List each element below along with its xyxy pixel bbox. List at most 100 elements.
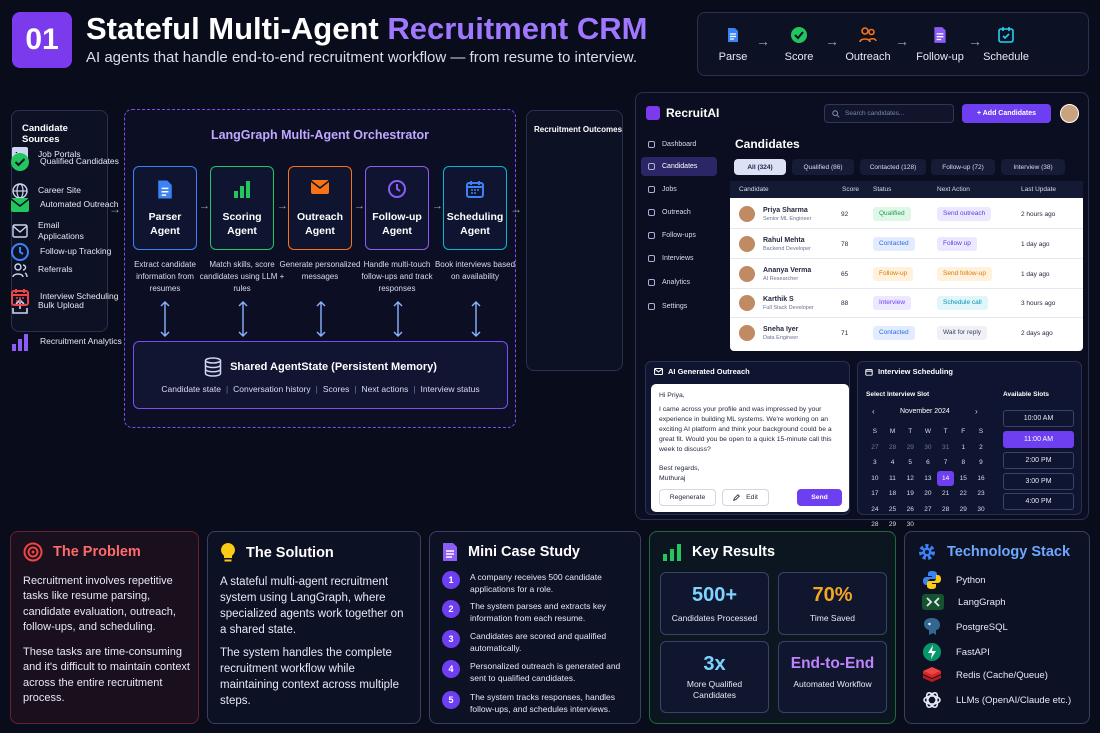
state-field: Next actions xyxy=(361,384,409,394)
outcome-label: Interview Scheduling xyxy=(40,291,119,302)
calendar-day[interactable]: 29 xyxy=(906,443,914,451)
calendar-day[interactable]: 27 xyxy=(924,505,932,513)
metric-value: 3x xyxy=(703,653,726,675)
calendar-day[interactable]: 24 xyxy=(871,505,879,513)
calendar-day[interactable]: 2 xyxy=(979,443,983,451)
nav-item-interviews[interactable]: Interviews xyxy=(641,249,717,268)
nav-item-jobs[interactable]: Jobs xyxy=(641,180,717,199)
table-row[interactable]: Rahul Mehta Backend Developer 78 Contact… xyxy=(730,229,1083,259)
calendar-day-selected[interactable]: 14 xyxy=(936,470,955,486)
calendar-day[interactable]: 27 xyxy=(871,443,879,451)
nav-item-outreach[interactable]: Outreach xyxy=(641,203,717,222)
calendar-day[interactable]: 15 xyxy=(959,474,967,482)
filter-tab-qualified[interactable]: Qualified (86) xyxy=(792,159,854,175)
time-slot[interactable]: 4:00 PM xyxy=(1003,493,1074,510)
table-row[interactable]: Ananya Verma AI Researcher 65 Follow-up … xyxy=(730,259,1083,289)
calendar-day[interactable]: 12 xyxy=(906,474,914,482)
send-button[interactable]: Send xyxy=(797,489,842,506)
calendar-day[interactable]: 31 xyxy=(941,443,950,451)
orchestrator-title: LangGraph Multi-Agent Orchestrator xyxy=(210,128,430,142)
time-slot-selected[interactable]: 11:00 AM xyxy=(1003,431,1074,448)
agent-name: Parser Agent xyxy=(148,211,182,237)
calendar-day[interactable]: 30 xyxy=(906,521,914,529)
agent-description: Extract candidate information from resum… xyxy=(134,260,196,293)
calendar-day[interactable]: 5 xyxy=(908,459,913,467)
filter-tab-contacted[interactable]: Contacted (128) xyxy=(860,159,926,175)
tech-label: FastAPI xyxy=(956,646,990,658)
search-input[interactable]: Search candidates... xyxy=(824,104,954,123)
calendar-day[interactable]: 29 xyxy=(888,521,897,529)
column-header: Score xyxy=(842,186,859,193)
outcome-qualified-candidates: Qualified Candidates xyxy=(10,152,119,172)
calendar-day[interactable]: 29 xyxy=(959,505,967,513)
time-slot[interactable]: 2:00 PM xyxy=(1003,452,1074,469)
table-row[interactable]: Sneha Iyer Data Engineer 71 Contacted Wa… xyxy=(730,318,1083,348)
calendar-day[interactable]: 11 xyxy=(889,474,896,482)
time-slot[interactable]: 10:00 AM xyxy=(1003,410,1074,427)
calendar-week-row: 27 28 29 30 31 1 2 xyxy=(866,440,990,456)
calendar-day[interactable]: 3 xyxy=(873,459,877,467)
calendar-day[interactable]: 8 xyxy=(961,459,966,467)
calendar-day[interactable]: 6 xyxy=(926,459,930,467)
candidate-sources-title: Candidate Sources xyxy=(22,123,68,145)
calendar-day[interactable]: 22 xyxy=(959,490,967,498)
select-slot-label: Select Interview Slot xyxy=(866,391,930,398)
add-candidates-button[interactable]: + Add Candidates xyxy=(962,104,1051,123)
arrow-right-icon: → xyxy=(199,200,210,212)
tech-redis: Redis (Cache/Queue) xyxy=(922,666,1048,684)
prev-month-button[interactable]: ‹ xyxy=(872,407,875,416)
state-field: Interview status xyxy=(420,384,480,394)
nav-item-candidates[interactable]: Candidates xyxy=(641,157,717,176)
app-logo[interactable]: RecruitAI xyxy=(646,106,719,120)
filter-tab-interview[interactable]: Interview (38) xyxy=(1001,159,1065,175)
next-action-button[interactable]: Schedule call xyxy=(937,296,988,310)
calendar-day[interactable]: 7 xyxy=(943,459,948,467)
next-action-button[interactable]: Send outreach xyxy=(937,207,992,221)
time-slot[interactable]: 3:00 PM xyxy=(1003,473,1074,490)
next-action-button[interactable]: Wait for reply xyxy=(937,326,988,340)
calendar-day[interactable]: 18 xyxy=(888,490,897,498)
card-title: The Problem xyxy=(53,544,141,560)
scoring-agent: Scoring Agent xyxy=(210,166,274,250)
calendar-day[interactable]: 30 xyxy=(977,505,985,513)
nav-label: Dashboard xyxy=(662,141,697,148)
avatar[interactable] xyxy=(1060,104,1079,123)
calendar-day[interactable]: 21 xyxy=(941,490,950,498)
next-month-button[interactable]: › xyxy=(975,407,978,416)
message-body[interactable]: Hi Priya, I came across your profile and… xyxy=(659,391,844,455)
nav-item-analytics[interactable]: Analytics xyxy=(641,273,717,292)
calendar-day[interactable]: 19 xyxy=(906,490,914,498)
calendar-day[interactable]: 25 xyxy=(888,505,897,513)
nav-item-dashboard[interactable]: Dashboard xyxy=(641,135,717,154)
nav-item-settings[interactable]: Settings xyxy=(641,297,717,316)
calendar-day[interactable]: 13 xyxy=(924,474,932,482)
calendar-day[interactable]: 1 xyxy=(961,443,966,451)
filter-tab-all[interactable]: All (324) xyxy=(734,159,786,175)
calendar-day[interactable]: 16 xyxy=(977,474,985,482)
step-text: The system tracks responses, handles fol… xyxy=(470,692,616,715)
table-row[interactable]: Priya Sharma Senior ML Engineer 92 Quali… xyxy=(730,199,1083,229)
calendar-day[interactable]: 17 xyxy=(871,490,879,498)
next-action-button[interactable]: Send follow-up xyxy=(937,267,992,281)
calendar-day[interactable]: 9 xyxy=(979,459,983,467)
status-badge: Contacted xyxy=(873,326,915,340)
next-action-button[interactable]: Follow up xyxy=(937,237,977,251)
calendar-day[interactable]: 4 xyxy=(890,459,895,467)
calendar-day[interactable]: 26 xyxy=(906,505,914,513)
calendar-day[interactable]: 28 xyxy=(941,505,950,513)
separator: | xyxy=(413,384,416,394)
table-row[interactable]: Karthik S Full Stack Developer 88 Interv… xyxy=(730,288,1083,318)
calendar-day[interactable]: 10 xyxy=(871,474,879,482)
calendar-day[interactable]: 30 xyxy=(924,443,932,451)
edit-button[interactable]: Edit xyxy=(722,489,769,506)
agent-description: Generate personalized messages xyxy=(279,260,361,281)
calendar-day[interactable]: 28 xyxy=(888,443,897,451)
filter-tab-follow-up[interactable]: Follow-up (72) xyxy=(931,159,995,175)
calendar-day[interactable]: 23 xyxy=(977,490,985,498)
regenerate-button[interactable]: Regenerate xyxy=(659,489,716,506)
nav-item-follow-ups[interactable]: Follow-ups xyxy=(641,226,717,245)
calendar-day[interactable]: 20 xyxy=(924,490,932,498)
source-referrals: Referrals xyxy=(12,262,72,278)
calendar-day[interactable]: 28 xyxy=(871,521,879,529)
